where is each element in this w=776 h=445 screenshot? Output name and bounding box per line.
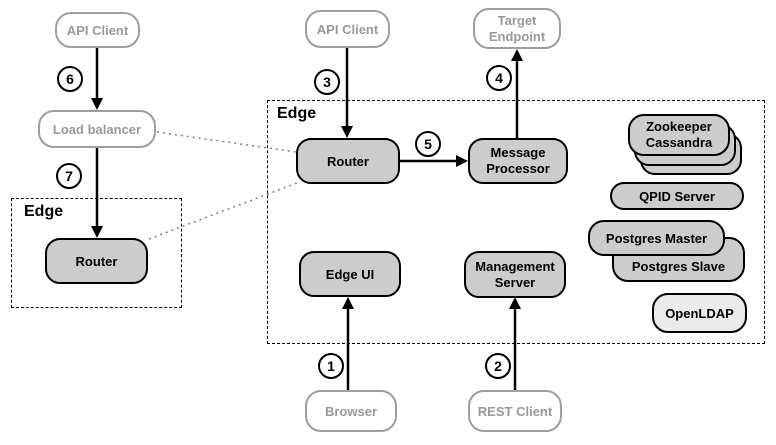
main-edge-zone-label: Edge [277, 105, 317, 122]
node-browser: Browser [305, 390, 397, 432]
gateway-edge-zone-label: Edge [24, 203, 64, 220]
node-router-main: Router [296, 138, 400, 184]
node-api-client-left: API Client [55, 12, 140, 48]
step-badge-5: 5 [415, 131, 441, 157]
step-badge-3: 3 [314, 69, 340, 95]
node-management-server: Management Server [464, 251, 566, 298]
node-router-left: Router [45, 238, 148, 284]
step-badge-2: 2 [485, 353, 511, 379]
node-target-endpoint: Target Endpoint [473, 8, 561, 49]
step-badge-1: 1 [318, 353, 344, 379]
node-rest-client: REST Client [468, 390, 562, 432]
node-message-processor: Message Processor [468, 138, 568, 184]
step-badge-4: 4 [486, 65, 512, 91]
node-zookeeper-cassandra: Zookeeper Cassandra [628, 114, 730, 156]
node-openldap: OpenLDAP [652, 293, 747, 333]
node-qpid-server: QPID Server [610, 182, 744, 210]
node-edge-ui: Edge UI [299, 251, 401, 297]
node-api-client-mid: API Client [305, 10, 390, 48]
node-postgres-master: Postgres Master [588, 220, 725, 256]
node-load-balancer: Load balancer [38, 110, 156, 148]
step-badge-7: 7 [56, 163, 82, 189]
step-badge-6: 6 [57, 66, 83, 92]
